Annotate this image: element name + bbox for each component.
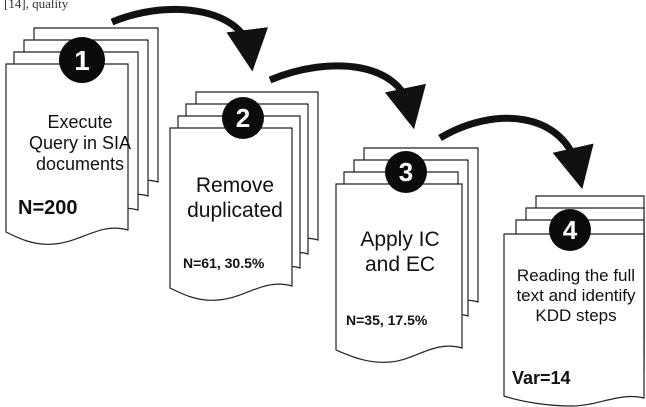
step-2-document-stack [169,91,319,301]
step-2-count: N=61, 30.5% [183,255,265,271]
step-4-number: 4 [563,215,578,245]
step-2-badge: 2 [222,97,264,139]
step-2-label: Remove duplicated [187,174,283,222]
step-4-count: Var=14 [512,368,571,388]
arrow-3-to-4 [438,114,594,190]
step-3-label: Apply IC and EC [360,228,440,276]
step-3-document-stack [335,147,479,363]
step-2-number: 2 [236,103,250,133]
arrow-1-to-2 [110,5,269,72]
arrow-2-to-3 [268,62,426,130]
step-1-document-stack [5,27,159,245]
step-4-label: Reading the full text and identify KDD s… [516,266,636,326]
step-1-label: Execute Query in SIA documents [28,112,132,175]
step-3-number: 3 [399,157,413,187]
partial-caption-text: [14], quality [4,0,69,11]
step-3-count: N=35, 17.5% [346,312,428,328]
step-1-number: 1 [74,45,90,76]
step-4-document-stack [503,195,645,407]
step-4-badge: 4 [549,209,591,251]
step-1-badge: 1 [59,37,105,83]
step-3-badge: 3 [385,151,427,193]
step-1-count: N=200 [18,197,78,219]
